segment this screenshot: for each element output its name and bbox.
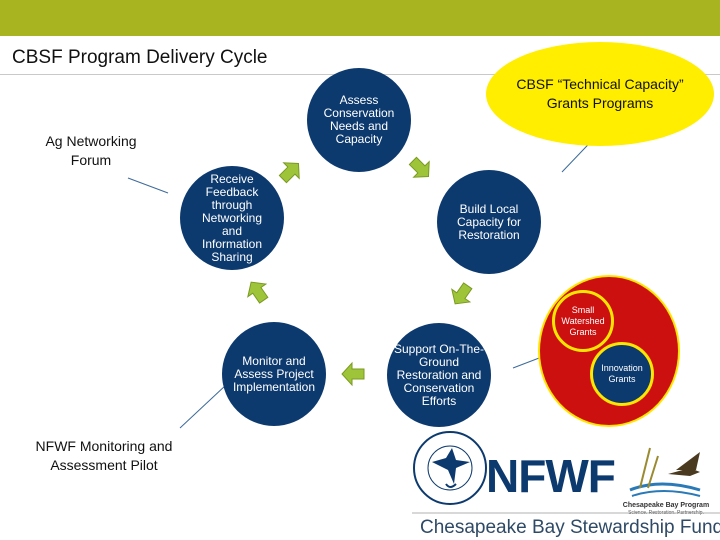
nfwf-logo-text: NFWF [486,450,615,502]
nfwf-seal-icon [413,431,487,505]
cycle-node-monitor: Monitor and Assess Project Implementatio… [222,322,326,426]
ag-networking-label: Ag Networking Forum [45,133,137,168]
technical-capacity-callout: CBSF “Technical Capacity” Grants Program… [486,42,714,146]
cycle-node-build: Build Local Capacity for Restoration [437,170,541,274]
cycle-node-monitor-label: Monitor and Assess Project Implementatio… [232,353,316,394]
arrow-feedback-to-assess [278,162,300,184]
cycle-node-support: Support On-The- Ground Restoration and C… [387,323,491,427]
technical-capacity-label: CBSF “Technical Capacity” Grants Program… [516,76,684,111]
arrow-monitor-to-feedback [247,281,269,304]
small-watershed-grants-badge: Small Watershed Grants [552,290,614,352]
top-accent-bar [0,0,720,36]
cycle-node-feedback-label: Receive Feedback through Networking and … [201,171,263,264]
arrow-assess-to-build [408,156,430,178]
cycle-node-assess: Assess Conservation Needs and Capacity [307,68,411,172]
nfwf-monitoring-connector [179,384,227,429]
cycle-node-support-label: Support On-The- Ground Restoration and C… [393,341,485,408]
chesapeake-bay-program-icon [629,447,701,497]
innovation-grants-label: Innovation Grants [601,363,643,384]
ag-networking-connector [127,177,169,194]
cycle-node-build-label: Build Local Capacity for Restoration [456,201,522,242]
cycle-node-assess-label: Assess Conservation Needs and Capacity [323,93,395,146]
arrow-build-to-support [451,282,473,305]
innovation-grants-badge: Innovation Grants [590,342,654,406]
chesapeake-bay-program-name: Chesapeake Bay Program [623,502,709,509]
arrow-support-to-monitor [341,361,365,387]
nfwf-monitoring-label: NFWF Monitoring and Assessment Pilot [35,438,173,473]
chesapeake-bay-stewardship-fund-name: Chesapeake Bay Stewardship Fund [420,517,720,538]
cycle-node-feedback: Receive Feedback through Networking and … [180,166,284,270]
small-watershed-grants-label: Small Watershed Grants [561,304,605,337]
page-title: CBSF Program Delivery Cycle [12,47,268,68]
